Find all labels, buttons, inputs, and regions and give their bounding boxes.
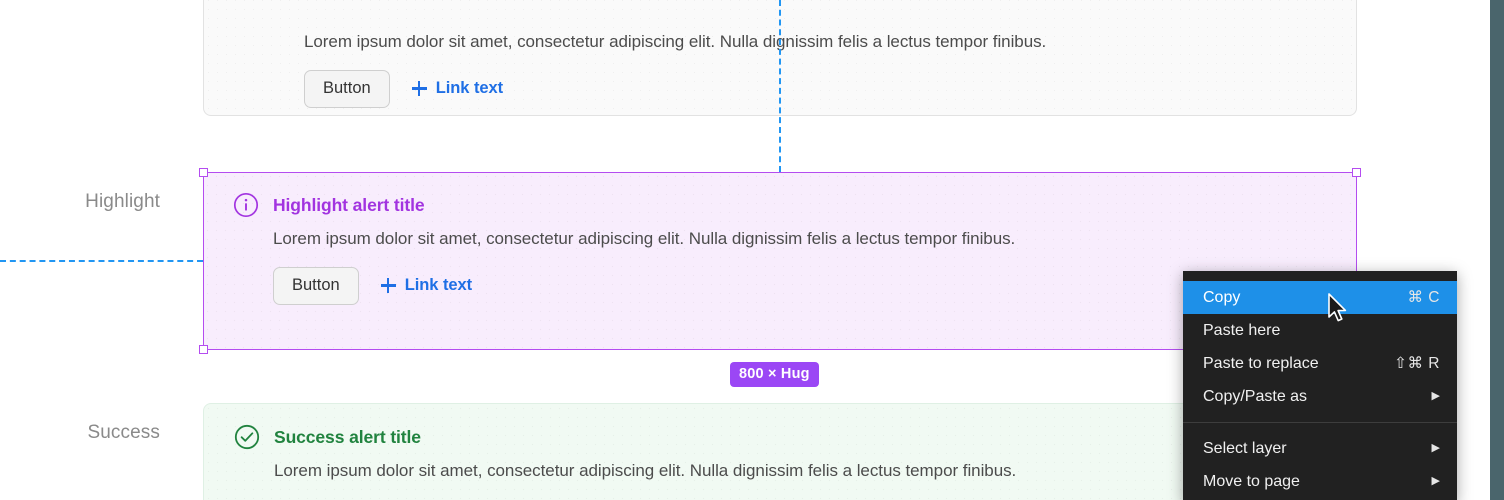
right-panel-strip [1490,0,1504,500]
context-menu-separator [1183,422,1457,423]
alert-title: Success alert title [274,426,421,447]
context-menu-item-label: Select layer [1203,439,1287,457]
alert-link[interactable]: Link text [380,276,473,295]
context-menu-item-copy-paste-as[interactable]: Copy/Paste as ▶ [1183,380,1457,413]
context-menu-item-label: Move to page [1203,472,1300,490]
context-menu-item-label: Paste to replace [1203,354,1319,372]
submenu-arrow-icon: ▶ [1431,475,1440,487]
alert-button[interactable]: Button [304,70,390,108]
alert-link-label: Link text [404,276,473,295]
context-menu-shortcut: ⇧⌘ R [1394,355,1440,372]
context-menu-item-copy[interactable]: Copy ⌘ C [1183,281,1457,314]
check-circle-icon [234,424,260,450]
alert-link-label: Link text [435,79,504,98]
alert-button[interactable]: Button [273,267,359,305]
context-menu-item-move-to-page[interactable]: Move to page ▶ [1183,465,1457,498]
submenu-arrow-icon: ▶ [1431,442,1440,454]
context-menu-shortcut: ⌘ C [1407,289,1440,306]
plus-icon [380,278,396,294]
alert-body-text: Lorem ipsum dolor sit amet, consectetur … [273,229,1016,248]
context-menu-item-label: Paste here [1203,321,1281,339]
alert-card-highlight[interactable]: Highlight alert title Lorem ipsum dolor … [203,172,1357,350]
plus-icon [411,81,427,97]
alert-card-success[interactable]: Success alert title Lorem ipsum dolor si… [203,403,1357,500]
row-label-highlight: Highlight [85,191,160,212]
context-menu-item-select-layer[interactable]: Select layer ▶ [1183,432,1457,465]
row-label-success: Success [87,422,160,443]
context-menu-item-label: Copy/Paste as [1203,387,1308,405]
alert-title: Highlight alert title [273,194,425,215]
vertical-guide [779,0,781,172]
info-circle-icon [233,192,259,218]
context-menu[interactable]: Copy ⌘ C Paste here Paste to replace ⇧⌘ … [1183,271,1457,500]
alert-body-text: Lorem ipsum dolor sit amet, consectetur … [274,461,1017,480]
alert-body-text: Lorem ipsum dolor sit amet, consectetur … [304,32,1047,51]
size-badge: 800 × Hug [730,362,819,387]
alert-link[interactable]: Link text [411,79,504,98]
context-menu-item-paste-here[interactable]: Paste here [1183,314,1457,347]
context-menu-item-paste-to-replace[interactable]: Paste to replace ⇧⌘ R [1183,347,1457,380]
context-menu-item-label: Copy [1203,288,1241,306]
horizontal-guide [0,260,203,262]
submenu-arrow-icon: ▶ [1431,390,1440,402]
